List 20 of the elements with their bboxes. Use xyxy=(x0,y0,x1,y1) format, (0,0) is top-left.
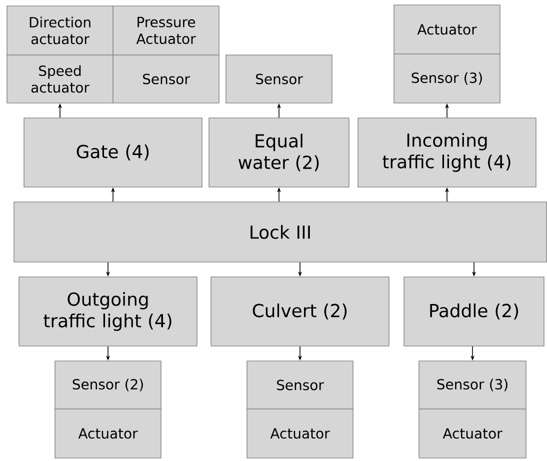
component-box: Equal water (2) xyxy=(208,118,350,188)
component-box: Sensor xyxy=(246,360,354,410)
component-box: Sensor (3) xyxy=(394,54,500,104)
component-box: Actuator xyxy=(246,408,354,458)
component-box: Actuator xyxy=(394,4,500,54)
component-box: Gate (4) xyxy=(24,118,202,188)
actuator-cell: Pressure Actuator xyxy=(112,6,220,56)
actuator-cell: Direction actuator xyxy=(6,6,114,56)
component-box: Actuator xyxy=(418,408,526,458)
component-box: Lock III xyxy=(14,202,547,262)
component-box: Sensor xyxy=(226,54,332,104)
actuator-cell: Speed actuator xyxy=(6,54,114,104)
component-box: Incoming traffic light (4) xyxy=(358,118,536,188)
component-box: Sensor (3) xyxy=(418,360,526,410)
component-box: Culvert (2) xyxy=(210,276,390,346)
component-box: Paddle (2) xyxy=(404,276,544,346)
component-box: Sensor (2) xyxy=(54,360,162,410)
component-box: Outgoing traffic light (4) xyxy=(18,276,198,346)
sensor-cell: Sensor xyxy=(112,54,220,104)
component-box: Actuator xyxy=(54,408,162,458)
